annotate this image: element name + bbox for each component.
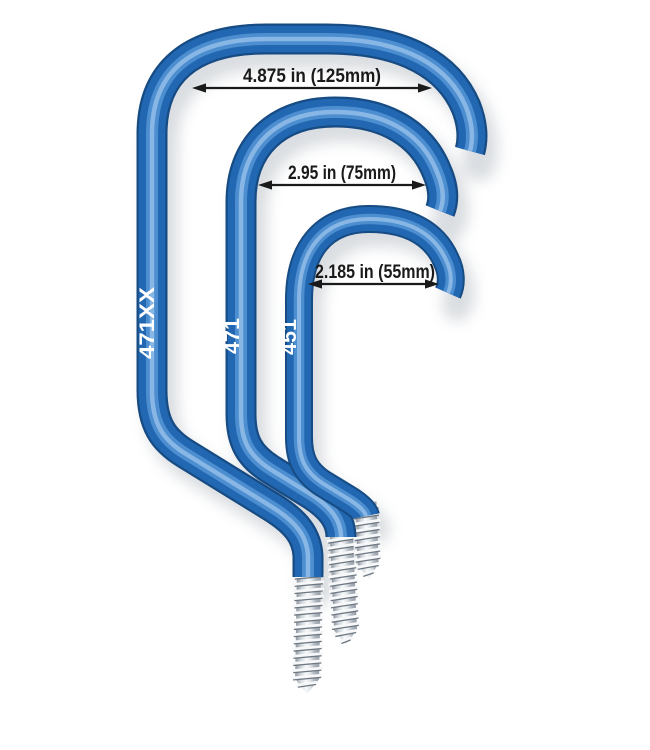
arrow-right-icon <box>418 83 432 93</box>
screw-thread-highlight <box>354 554 382 562</box>
dimension-471: 2.95 in (75mm) <box>258 163 426 190</box>
screw-thread-highlight <box>353 526 381 533</box>
screw-thread-shadow <box>292 676 322 681</box>
model-label-451: 451 <box>278 319 301 355</box>
arrow-left-icon <box>308 279 322 289</box>
screw-thread-highlight <box>292 623 324 630</box>
screw-thread-highlight <box>292 594 325 601</box>
screw-thread-shadow <box>331 610 359 616</box>
screw-thread-highlight <box>329 600 360 608</box>
screw-thread-shadow <box>294 611 323 616</box>
screw-thread-shadow <box>353 514 380 520</box>
screw-thread-highlight <box>361 569 376 576</box>
screw-thread-highlight <box>291 673 323 680</box>
screw-thread-shadow <box>341 639 351 645</box>
screw-thread-shadow <box>330 588 358 595</box>
dimension-label-471: 2.95 in (75mm) <box>288 163 396 184</box>
screw-thread-shadow <box>329 567 357 573</box>
screw-thread-shadow <box>294 597 323 602</box>
screw-thread-highlight <box>329 607 360 615</box>
dimension-471xx: 4.875 in (125mm) <box>192 66 432 93</box>
arrow-left-icon <box>258 180 272 190</box>
screw-thread-highlight <box>291 659 323 666</box>
screw-thread-highlight <box>330 621 361 629</box>
screw-thread-highlight <box>333 629 358 637</box>
screw-thread-shadow <box>330 595 358 602</box>
screw-thread-shadow <box>354 521 380 527</box>
screw-thread-shadow <box>330 603 359 609</box>
screw-thread-shadow <box>293 633 323 638</box>
screw-thread-highlight <box>291 652 324 658</box>
arrow-left-icon <box>192 83 206 93</box>
screw-thread-highlight <box>326 542 357 550</box>
screw-thread-highlight <box>356 562 381 569</box>
screw-thread-shadow <box>328 538 356 544</box>
screw-thread-highlight <box>293 580 325 586</box>
screw-thread-highlight <box>292 630 324 637</box>
screw-thread-shadow <box>331 617 359 623</box>
screw-thread-highlight <box>292 645 324 651</box>
screw-thread-shadow <box>328 552 356 559</box>
model-label-471xx: 471XX <box>136 287 159 359</box>
screw-thread-highlight <box>353 547 382 555</box>
screw-thread-shadow <box>335 632 357 638</box>
screw-thread-highlight <box>326 535 357 543</box>
screw-thread-shadow <box>294 590 323 595</box>
screw-thread-shadow <box>297 683 317 688</box>
screw-thread-highlight <box>352 518 381 526</box>
screw-thread-highlight <box>292 637 324 644</box>
screw-thread-highlight <box>296 681 318 687</box>
screw-thread-shadow <box>354 528 380 534</box>
screw-thread-highlight <box>328 585 359 594</box>
screw-thread-highlight <box>329 593 360 601</box>
screw-thread-shadow <box>363 572 374 577</box>
screw-thread-shadow <box>293 640 322 645</box>
screw-thread-highlight <box>353 540 382 548</box>
screw-thread-shadow <box>293 669 322 674</box>
screw-471xx <box>291 569 325 694</box>
screw-thread-highlight <box>339 636 353 643</box>
screw-thread-highlight <box>292 609 324 615</box>
screw-thread-highlight <box>328 578 359 586</box>
dimension-label-471xx: 4.875 in (125mm) <box>243 66 381 87</box>
screw-thread-shadow <box>354 536 380 542</box>
screw-thread-shadow <box>293 619 323 623</box>
screw-thread-shadow <box>293 647 322 652</box>
screw-thread-highlight <box>293 587 325 594</box>
screw-thread-highlight <box>327 557 358 565</box>
screw-thread-shadow <box>329 559 357 566</box>
screw-thread-shadow <box>329 581 358 587</box>
dimension-label-451: 2.185 in (55mm) <box>315 262 435 283</box>
screw-thread-highlight <box>292 616 324 622</box>
model-label-471: 471 <box>221 318 244 354</box>
screw-thread-highlight <box>291 666 323 673</box>
screw-471 <box>326 525 361 645</box>
screw-thread-highlight <box>327 564 358 572</box>
screw-thread-shadow <box>331 624 359 631</box>
screw-thread-shadow <box>354 543 381 549</box>
screw-thread-shadow <box>294 575 324 580</box>
screw-thread-shadow <box>294 604 323 609</box>
screw-thread-highlight <box>328 571 359 579</box>
screw-thread-shadow <box>357 564 379 570</box>
screw-thread-shadow <box>355 557 381 563</box>
screw-thread-highlight <box>330 614 360 622</box>
screw-thread-shadow <box>293 655 322 659</box>
arrow-right-icon <box>425 279 439 289</box>
screw-thread-highlight <box>353 533 382 541</box>
screw-thread-shadow <box>328 545 356 551</box>
screw-thread-highlight <box>292 601 324 608</box>
screw-thread-shadow <box>329 574 357 580</box>
screw-thread-shadow <box>294 583 323 587</box>
dimension-451: 2.185 in (55mm) <box>308 262 439 289</box>
screw-thread-shadow <box>355 550 381 556</box>
screw-thread-shadow <box>293 662 322 667</box>
screw-thread-highlight <box>327 549 358 558</box>
arrow-right-icon <box>412 180 426 190</box>
screw-thread-shadow <box>293 626 323 631</box>
